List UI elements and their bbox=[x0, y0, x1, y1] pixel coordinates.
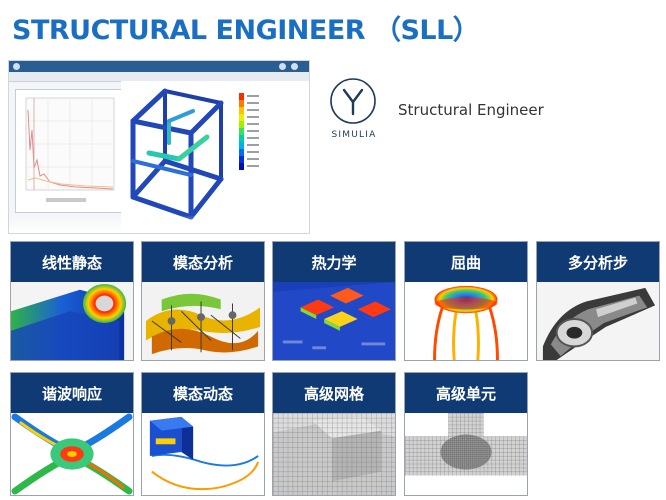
feature-card-advanced-mesh: 高级网格 bbox=[272, 372, 396, 496]
feature-label: 线性静态 bbox=[11, 242, 133, 282]
buckling-image bbox=[405, 282, 527, 360]
simulia-logo-text: SIMULIA bbox=[331, 130, 377, 140]
advanced-mesh-image bbox=[273, 413, 395, 495]
feature-card-modal-dynamics: 模态动态 bbox=[141, 372, 265, 496]
feature-label: 高级单元 bbox=[405, 373, 527, 413]
menu-icon bbox=[291, 63, 298, 70]
product-name: Structural Engineer bbox=[398, 101, 544, 119]
app-logo-icon bbox=[13, 63, 20, 70]
simulia-logo bbox=[328, 76, 378, 142]
thermodynamics-image bbox=[273, 282, 395, 360]
feature-card-harmonic-response: 谐波响应 bbox=[10, 372, 134, 496]
feature-card-modal-analysis: 模态分析 bbox=[141, 241, 265, 361]
modal-dynamics-image bbox=[142, 413, 264, 495]
feature-label: 模态分析 bbox=[142, 242, 264, 282]
feature-card-advanced-elements: 高级单元 bbox=[404, 372, 528, 496]
feature-card-multi-step: 多分析步 bbox=[536, 241, 660, 361]
linear-static-image bbox=[11, 282, 133, 360]
frame-model-graphic bbox=[130, 88, 259, 220]
feature-label: 屈曲 bbox=[405, 242, 527, 282]
multi-step-image bbox=[537, 282, 659, 360]
xy-plot-panel bbox=[15, 89, 122, 213]
advanced-elements-image bbox=[405, 413, 527, 495]
simulia-logo-icon bbox=[330, 78, 376, 124]
software-screenshot bbox=[8, 60, 310, 234]
feature-label: 谐波响应 bbox=[11, 373, 133, 413]
feature-label: 高级网格 bbox=[273, 373, 395, 413]
feature-card-thermodynamics: 热力学 bbox=[272, 241, 396, 361]
feature-label: 多分析步 bbox=[537, 242, 659, 282]
xy-plot-graphic bbox=[25, 97, 115, 202]
user-icon bbox=[279, 63, 286, 70]
harmonic-response-image bbox=[11, 413, 133, 495]
3d-viewport bbox=[121, 81, 309, 233]
feature-label: 模态动态 bbox=[142, 373, 264, 413]
feature-card-linear-static: 线性静态 bbox=[10, 241, 134, 361]
feature-card-buckling: 屈曲 bbox=[404, 241, 528, 361]
feature-label: 热力学 bbox=[273, 242, 395, 282]
app-titlebar bbox=[9, 61, 309, 72]
page-title: STRUCTURAL ENGINEER （SLL） bbox=[12, 15, 480, 46]
modal-analysis-image bbox=[142, 282, 264, 360]
